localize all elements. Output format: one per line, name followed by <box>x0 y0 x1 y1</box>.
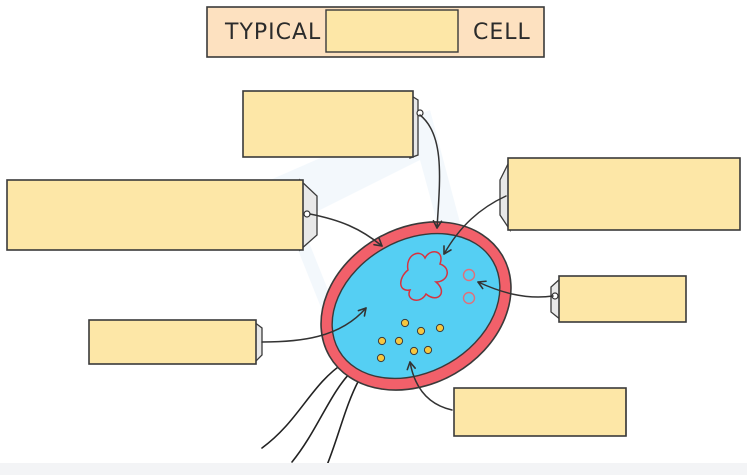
dna-loop <box>400 251 448 301</box>
arrow-to-dna <box>443 195 507 255</box>
title-left-word: TYPICAL <box>225 20 322 45</box>
bacterial-cell <box>320 221 512 391</box>
title-right-word: CELL <box>473 20 531 45</box>
title-blank-input[interactable] <box>328 12 456 50</box>
label-input-left-large[interactable] <box>9 182 301 248</box>
arrow-to-ribosome <box>406 361 453 411</box>
arrow-to-cytoplasm <box>261 307 367 343</box>
label-input-right-large[interactable] <box>510 160 738 228</box>
label-input-right-small[interactable] <box>561 278 684 320</box>
arrow-to-cell-wall <box>419 114 443 229</box>
leader-arrows <box>261 114 554 411</box>
plasmid <box>462 268 476 282</box>
label-input-left-small[interactable] <box>91 322 254 362</box>
arrow-to-plasmid <box>477 280 554 298</box>
cytoplasm <box>331 232 501 380</box>
arrow-to-cell-membrane <box>309 213 383 247</box>
ribosomes <box>376 318 445 363</box>
label-input-bottom-right[interactable] <box>456 390 624 434</box>
footer-strip <box>0 463 747 475</box>
plasmid <box>462 291 476 305</box>
label-input-top-center[interactable] <box>245 93 411 155</box>
flagella <box>261 361 361 471</box>
